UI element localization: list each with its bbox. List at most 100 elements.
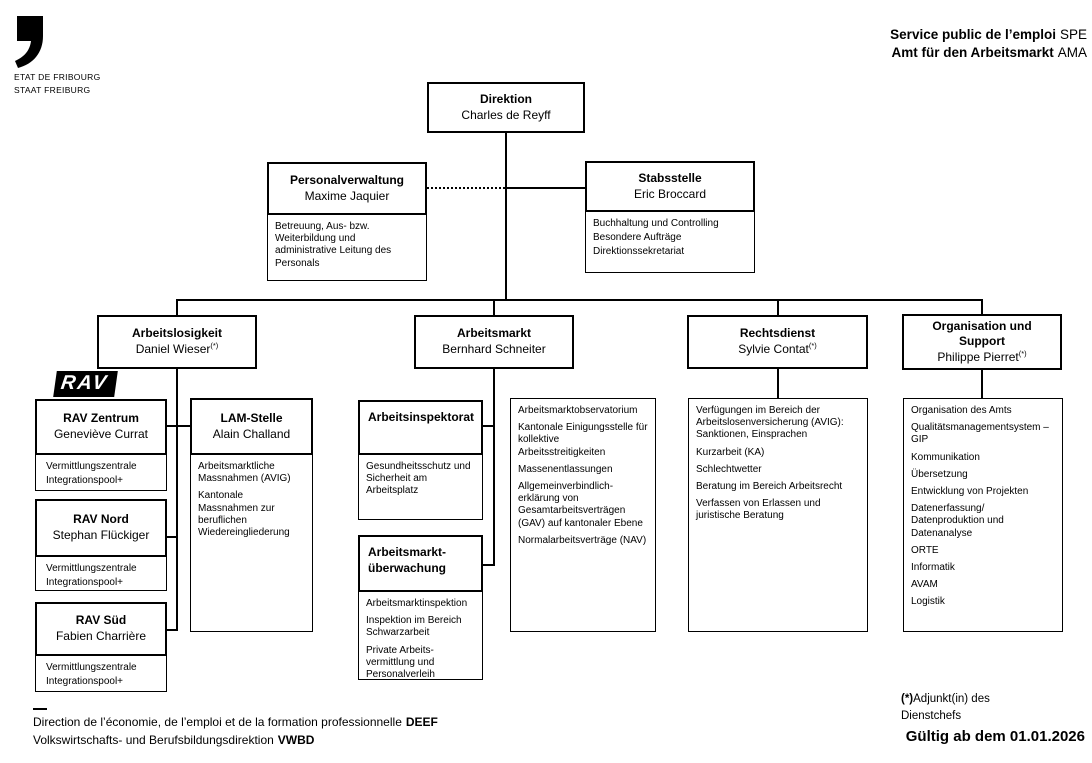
tasks-personalverwaltung: Betreuung, Aus- bzw. Weiterbildung und a… (267, 214, 427, 281)
task-item: Buchhaltung und Controlling (593, 218, 719, 229)
box-rechtsdienst: Rechtsdienst Sylvie Contat(*) (687, 315, 868, 369)
task-item: Verfassen von Erlassen und juristische B… (696, 498, 821, 522)
task-item: Datenerfassung/ Datenproduktion und Date… (911, 503, 1004, 539)
connector-arbeitsmarkt-vertical (493, 369, 495, 566)
connector-drop-organisation (981, 299, 983, 316)
connector-stub-ueberwachung (483, 564, 494, 566)
box-personalverwaltung-person: Maxime Jaquier (304, 188, 390, 203)
box-arbeitsinspektorat-title: Arbeitsinspektorat (368, 410, 475, 424)
task-item: Private Arbeits-vermittlung und Personal… (366, 644, 435, 680)
box-lam-stelle: LAM-Stelle Alain Challand (190, 398, 313, 455)
box-personalverwaltung-title: Personalverwaltung (289, 172, 405, 187)
task-item: Kantonale Massnahmen zur beruflichen Wie… (198, 490, 290, 538)
box-rav-zentrum-title: RAV Zentrum (63, 411, 139, 426)
task-item: Allgemeinverbindlich-erklärung von Gesam… (518, 480, 643, 529)
adjunkt-mark: (*) (808, 341, 817, 350)
footer-abbr-vwbd: VWBD (277, 733, 315, 747)
task-item: Entwicklung von Projekten (911, 485, 1029, 497)
task-item: Vermittlungszentrale (46, 563, 137, 574)
task-item: ORTE (911, 544, 939, 556)
letterhead-fr-name: Service public de l’emploi (890, 27, 1056, 42)
box-organisation-person: Philippe Pierret(*) (937, 348, 1027, 364)
connector-organisation-vertical (981, 369, 983, 399)
task-item: Verfügungen im Bereich der Arbeitslosenv… (696, 405, 844, 441)
connector-stabsstelle (505, 187, 585, 189)
footnote-line1: (*)Adjunkt(in) des (901, 693, 990, 705)
task-item: Vermittlungszentrale (46, 461, 137, 472)
task-item: Gesundheitsschutz und Sicherheit am Arbe… (366, 461, 471, 497)
box-lam-stelle-title: LAM-Stelle (220, 410, 283, 425)
box-direktion-person: Charles de Reyff (461, 107, 551, 122)
connector-drop-arbeitslosigkeit (176, 299, 178, 316)
box-direktion-title: Direktion (479, 91, 532, 106)
task-item: Beratung im Bereich Arbeitsrecht (696, 480, 843, 492)
task-item: Informatik (911, 561, 955, 573)
task-item: Direktionssekretariat (593, 246, 685, 258)
fribourg-logo-icon (15, 16, 43, 68)
tasks-lam-stelle: Arbeitsmarktliche Massnahmen (AVIG) Kant… (190, 454, 313, 632)
task-item: Arbeitsmarktinspektion (366, 598, 468, 609)
box-arbeitslosigkeit: Arbeitslosigkeit Daniel Wieser(*) (97, 315, 257, 369)
task-item: Qualitätsmanagementsystem – GIP (911, 422, 1049, 446)
box-arbeitslosigkeit-person: Daniel Wieser(*) (135, 341, 219, 356)
task-item: Arbeitsmarktobservatorium (518, 405, 638, 416)
connector-rechtsdienst-vertical (777, 369, 779, 399)
task-item: Vermittlungszentrale (46, 662, 137, 673)
footer-abbr-deef: DEEF (405, 715, 438, 729)
box-rav-nord-person: Stephan Flückiger (52, 528, 150, 542)
box-arbeitsmarktueberwachung: Arbeitsmarkt-überwachung (358, 535, 483, 592)
task-item: Organisation des Amts (911, 405, 1012, 416)
connector-direktion-vertical (505, 133, 507, 301)
task-item: Integrationspool+ (46, 676, 124, 688)
box-arbeitsmarktueberwachung-title: Arbeitsmarkt-überwachung (368, 545, 447, 575)
connector-stub-zentrum-lam (167, 425, 190, 427)
letterhead-fr-abbr: SPE (1059, 27, 1087, 42)
connector-drop-rechtsdienst (777, 299, 779, 316)
task-item: Kurzarbeit (KA) (696, 446, 765, 458)
tasks-arbeitsmarktueberwachung: Arbeitsmarktinspektion Inspektion im Ber… (358, 591, 483, 680)
task-item: Kommunikation (911, 451, 980, 463)
task-item: Integrationspool+ (46, 577, 124, 589)
task-item: Inspektion im Bereich Schwarzarbeit (366, 615, 462, 639)
box-personalverwaltung: Personalverwaltung Maxime Jaquier (267, 162, 427, 215)
box-organisation-title: Organisation und Support (932, 318, 1032, 349)
tasks-arbeitsinspektorat: Gesundheitsschutz und Sicherheit am Arbe… (358, 454, 483, 520)
task-item: Massenentlassungen (518, 463, 613, 475)
box-arbeitsmarkt-person: Bernhard Schneiter (442, 342, 546, 356)
adjunkt-mark: (*) (1018, 348, 1027, 358)
letterhead-de-name: Amt für den Arbeitsmarkt (891, 44, 1054, 60)
box-arbeitsmarkt-title: Arbeitsmarkt (456, 326, 532, 341)
tasks-arbeitsmarkt: Arbeitsmarktobservatorium Kantonale Eini… (510, 398, 656, 632)
box-direktion: Direktion Charles de Reyff (427, 82, 585, 133)
box-stabsstelle-title: Stabsstelle (638, 170, 702, 185)
tasks-stabsstelle: Buchhaltung und Controlling Besondere Au… (585, 211, 755, 273)
box-rav-zentrum-person: Geneviève Currat (53, 427, 149, 441)
org-name-fr: ETAT DE FRIBOURG (14, 72, 101, 82)
tasks-rav-sued: Vermittlungszentrale Integrationspool+ (35, 655, 167, 692)
task-item: Schlechtwetter (696, 463, 762, 475)
task-item: Übersetzung (911, 468, 968, 480)
connector-arbeitslosigkeit-vertical (176, 369, 178, 631)
connector-stub-rav-nord (167, 536, 178, 538)
connector-main-horizontal (176, 299, 983, 301)
box-rechtsdienst-person: Sylvie Contat(*) (738, 341, 817, 356)
task-item: Besondere Aufträge (593, 232, 682, 244)
validity-date: Gültig ab dem 01.01.2026 (905, 728, 1085, 745)
box-organisation: Organisation und Support Philippe Pierre… (902, 314, 1062, 370)
task-item: Logistik (911, 596, 945, 608)
connector-personalverwaltung-dotted (427, 187, 505, 189)
box-arbeitsmarkt: Arbeitsmarkt Bernhard Schneiter (414, 315, 574, 369)
footer-direction-de: Volkswirtschafts- und Berufsbildungsdire… (33, 733, 315, 747)
box-arbeitsinspektorat: Arbeitsinspektorat (358, 400, 483, 455)
task-item: AVAM (911, 579, 938, 591)
footnote-line2: Dienstchefs (901, 709, 962, 722)
box-rav-sued: RAV Süd Fabien Charrière (35, 602, 167, 656)
box-rav-nord-title: RAV Nord (73, 512, 129, 527)
box-lam-stelle-person: Alain Challand (212, 426, 291, 441)
box-rav-nord: RAV Nord Stephan Flückiger (35, 499, 167, 557)
tasks-organisation: Organisation des Amts Qualitätsmanagemen… (903, 398, 1063, 632)
connector-stub-inspektorat (483, 425, 494, 427)
